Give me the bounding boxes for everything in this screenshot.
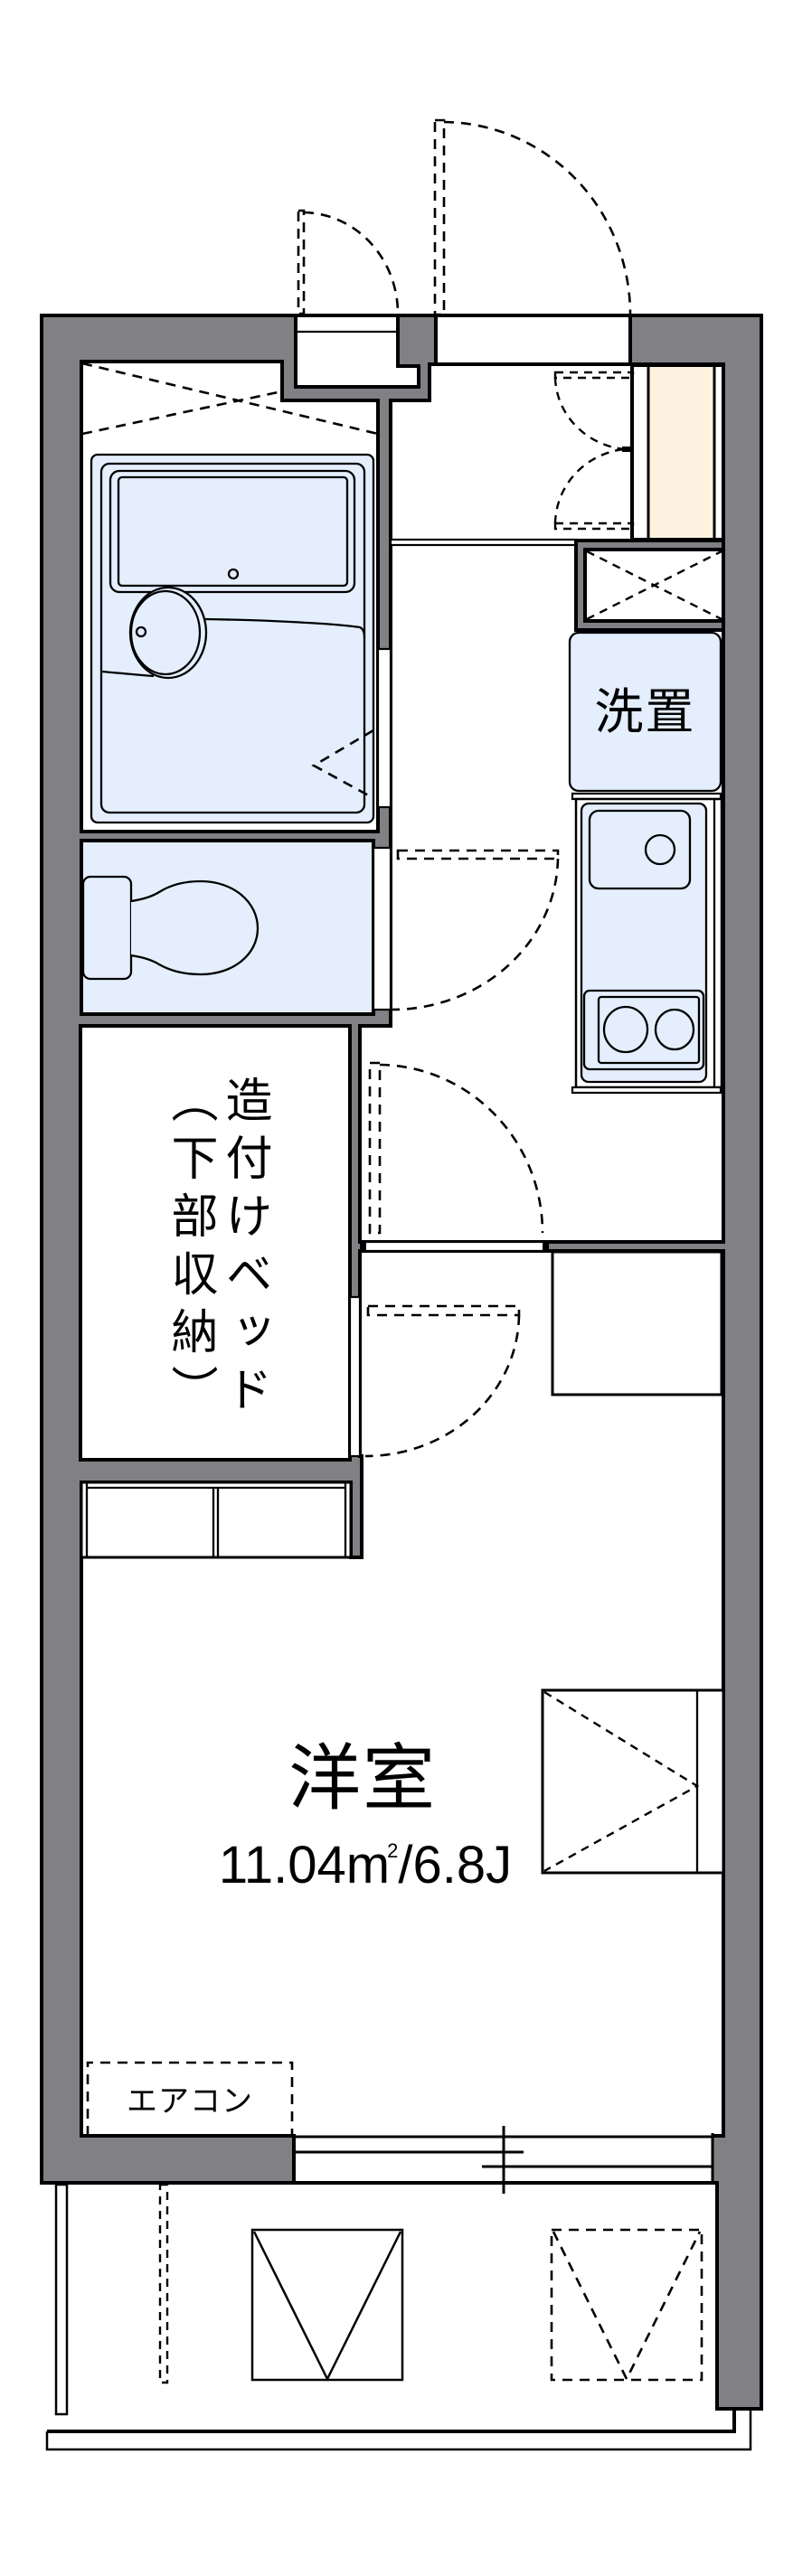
burner-icon — [602, 1005, 649, 1054]
balcony — [45, 2183, 752, 2451]
toilet-icon — [81, 875, 260, 981]
air-conditioner-label: エアコン — [127, 2083, 253, 2120]
entrance-step-line — [389, 538, 578, 547]
bathroom-folding-door-swing — [311, 729, 374, 800]
balcony-side-rail — [54, 2183, 69, 2416]
meter-box — [294, 314, 420, 389]
washer-space — [568, 631, 722, 793]
toilet-tank — [81, 875, 133, 981]
sink-drain-icon — [644, 833, 676, 866]
built-in-bed — [79, 1024, 352, 1462]
washer-space-label: 洗置 — [594, 683, 696, 740]
bathroom-door-opening — [376, 647, 392, 809]
meter-box-door-swing — [297, 209, 400, 315]
toilet-door-swing — [391, 849, 560, 1011]
pipe-shaft — [574, 539, 725, 632]
western-room-label: 洋室 — [288, 1736, 437, 1820]
area-separator: / — [398, 1836, 413, 1894]
kitchen-counter — [571, 792, 723, 1095]
kitchen-sink-icon — [588, 809, 692, 890]
entrance-door-swing — [433, 118, 632, 316]
area-value: 11.04 — [218, 1836, 346, 1894]
built-in-bed-label: 造付けベッド — [217, 1076, 271, 1423]
western-room-area: 11.04m2/6.8J — [163, 1822, 568, 1894]
toilet-door-opening — [372, 846, 392, 1011]
shoe-cabinet — [630, 363, 725, 541]
unit-bath-icon — [90, 453, 375, 824]
bed-door-swing — [364, 1304, 521, 1458]
open-shelf — [80, 1481, 353, 1559]
meter-box-door-arc — [303, 211, 400, 315]
room-door-swing — [368, 1061, 544, 1235]
cabinet-handle-icon — [622, 447, 632, 452]
bed-door-opening — [348, 1295, 362, 1458]
drain-icon — [227, 568, 240, 580]
bathtub-icon — [109, 469, 356, 594]
entrance-door-arc — [443, 120, 632, 315]
shoe-cabinet-door-swing — [553, 371, 635, 531]
entrance-doorway — [434, 315, 632, 364]
refrigerator-space — [551, 1250, 723, 1396]
area-unit-exponent: 2 — [387, 1839, 399, 1862]
closet — [541, 1688, 725, 1875]
balcony-rail — [47, 2409, 736, 2433]
entrance-door-leaf — [433, 118, 446, 316]
balcony-partition — [158, 2183, 169, 2384]
burner-icon — [654, 1008, 695, 1051]
balcony-rail-outer — [45, 2409, 752, 2451]
air-conditioner-outline — [86, 2061, 294, 2136]
meter-box-door-leaf — [297, 209, 306, 315]
built-in-bed-note: （下部収納） — [163, 1076, 217, 1423]
stove-icon — [582, 989, 705, 1071]
water-heater-space-icon — [550, 2228, 703, 2382]
tatami-size: 6.8J — [412, 1836, 513, 1894]
area-unit: m — [345, 1836, 391, 1894]
washbasin-icon — [128, 586, 208, 680]
ac-outdoor-unit-icon — [250, 2228, 404, 2382]
window-sash — [292, 2126, 714, 2194]
room-doorway-threshold — [360, 1240, 549, 1253]
toilet-bowl — [130, 879, 260, 976]
